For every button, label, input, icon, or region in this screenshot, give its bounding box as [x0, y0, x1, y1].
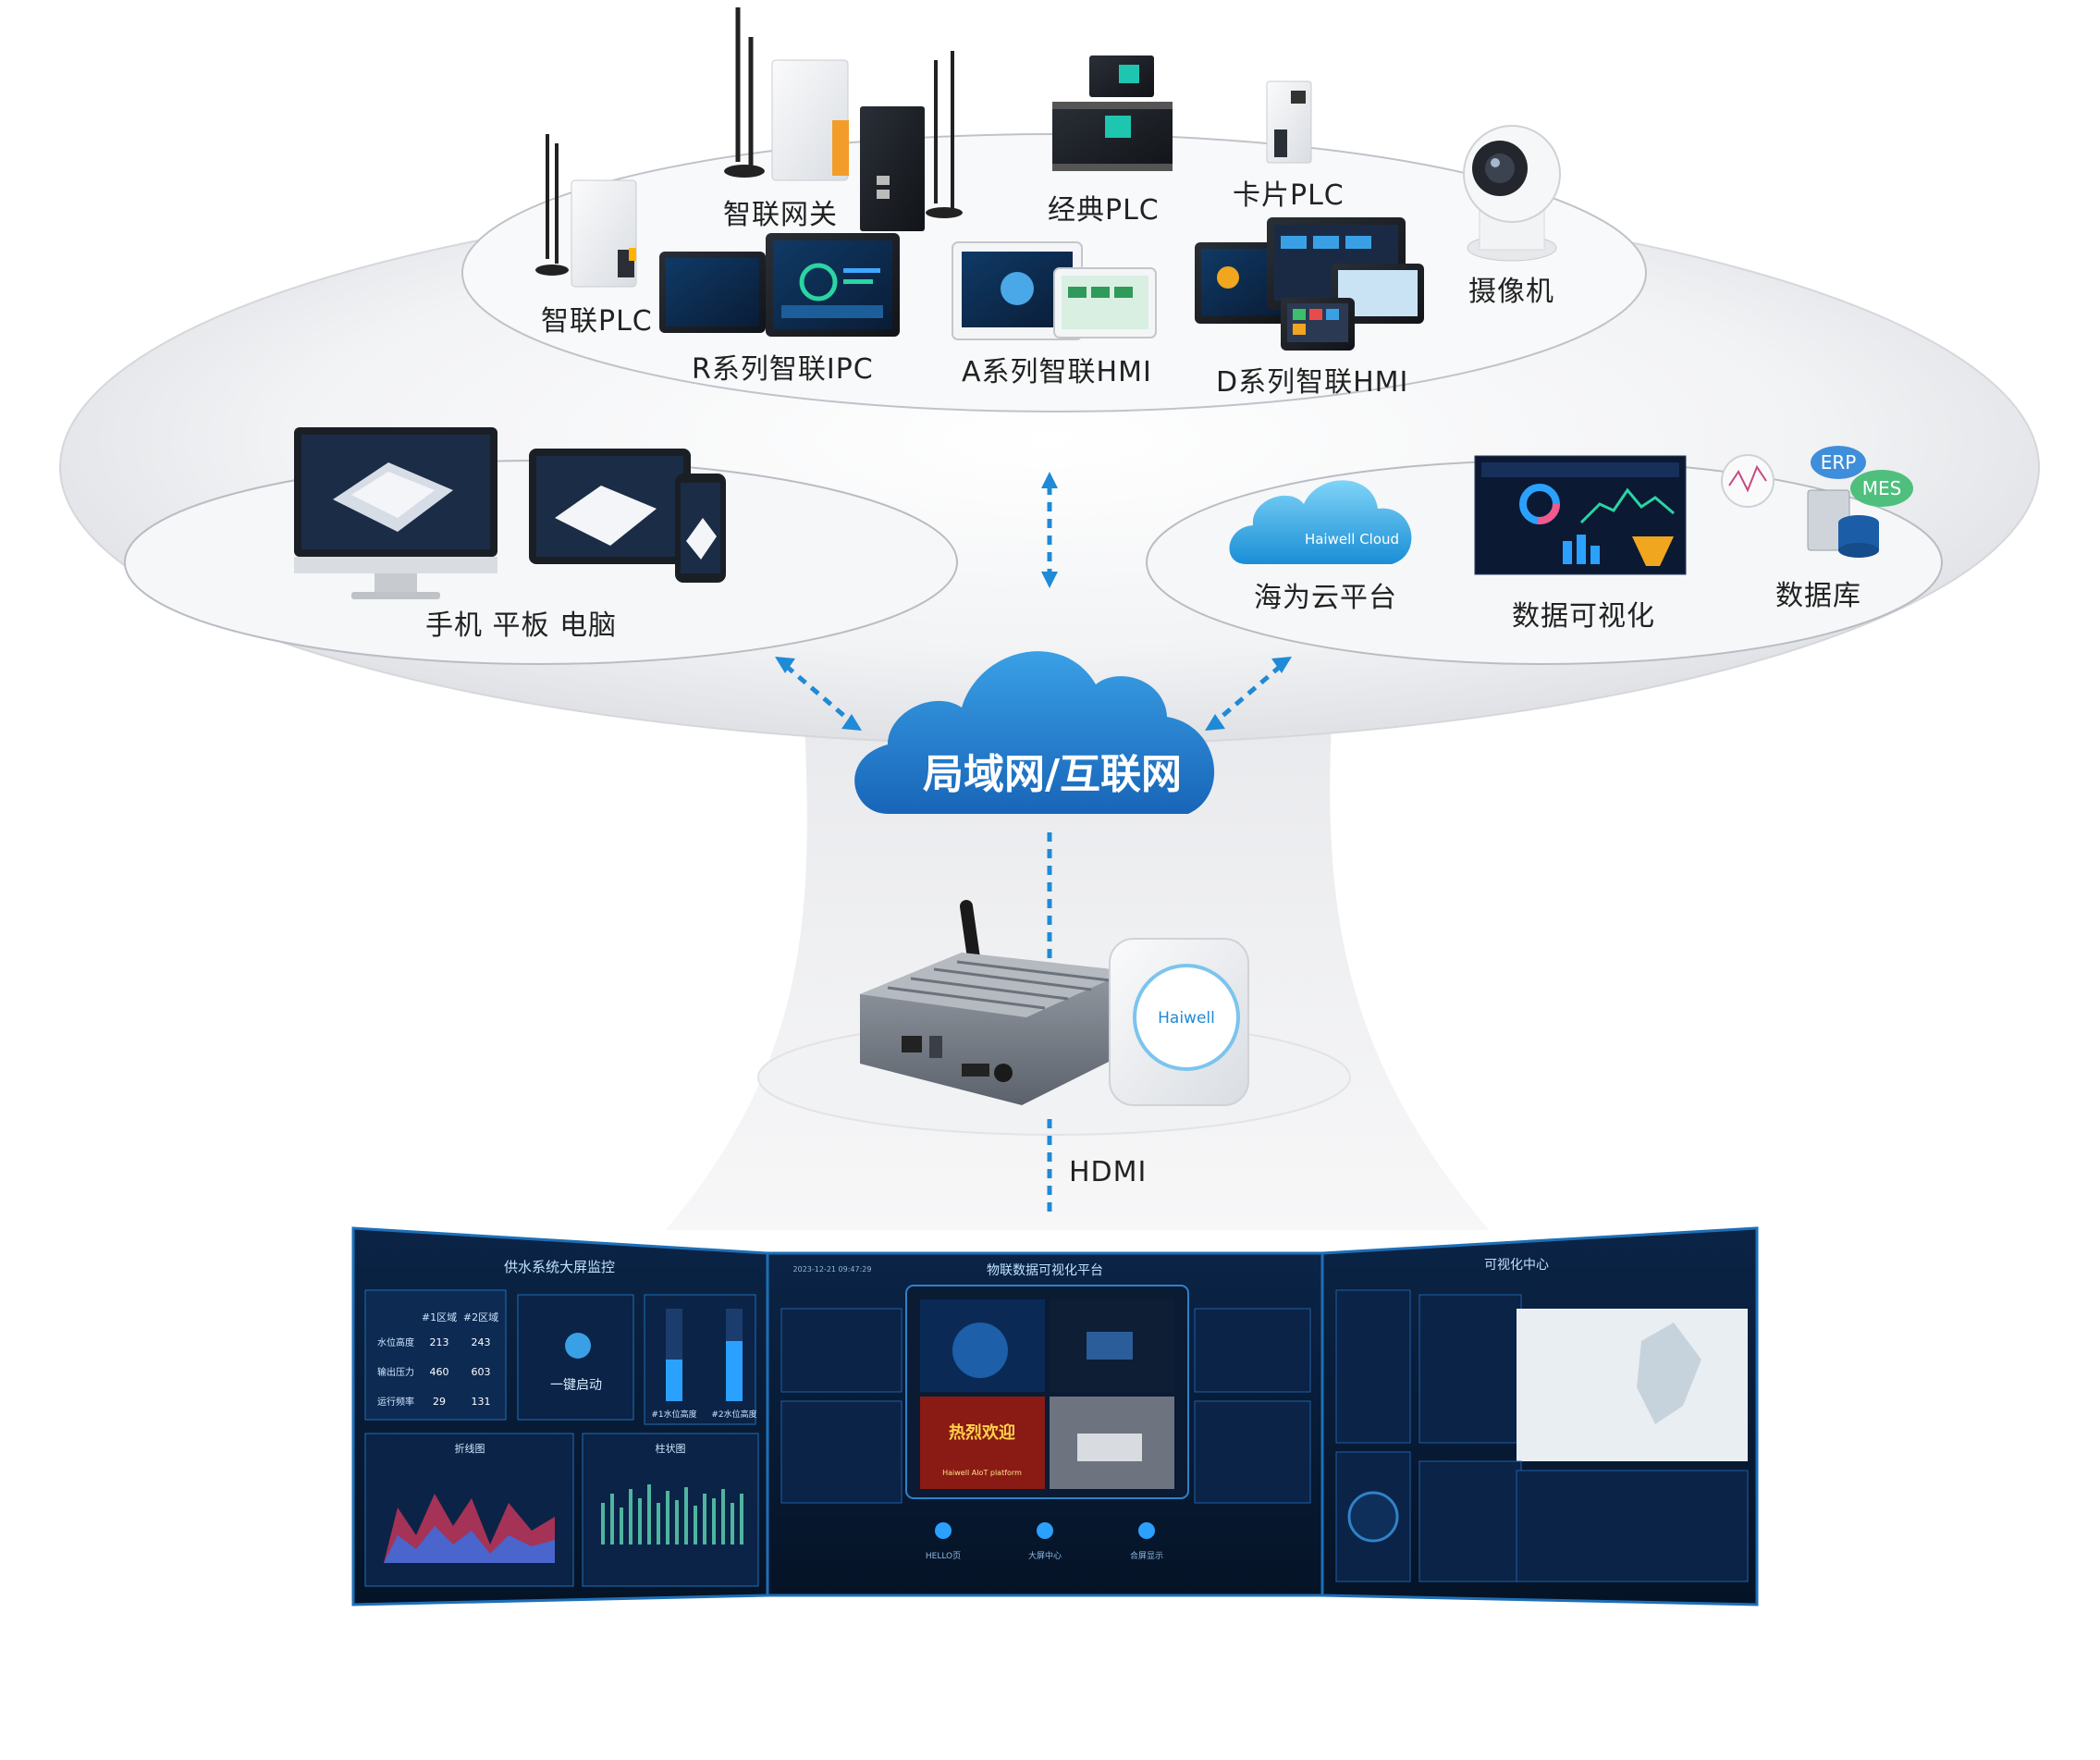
- camera-device: [1463, 125, 1561, 262]
- left-col1: #1区域: [422, 1311, 457, 1323]
- data-visualization-label: 数据可视化: [1512, 600, 1655, 633]
- smart-gateway-device: [724, 7, 963, 231]
- hdmi-label: HDMI: [1069, 1156, 1148, 1188]
- left-row1-v1: 213: [430, 1336, 449, 1348]
- left-row3-v1: 29: [433, 1396, 446, 1408]
- left-chart1-title: 折线图: [455, 1442, 485, 1455]
- cloud-icon: [1229, 480, 1412, 564]
- left-screen: [351, 1226, 769, 1606]
- network-label: 局域网/互联网: [923, 751, 1182, 798]
- erp-badge: ERP: [1821, 451, 1857, 474]
- left-row3-v2: 131: [472, 1396, 491, 1408]
- card-plc-device: [1266, 80, 1312, 164]
- left-level1: #1水位高度: [651, 1409, 696, 1420]
- center-nav-combined: 合屏显示: [1130, 1550, 1163, 1561]
- left-screen-title: 供水系统大屏监控: [504, 1259, 615, 1275]
- left-row2-v2: 603: [472, 1366, 491, 1378]
- tablet-icon: [529, 449, 691, 564]
- a-series-hmi-device: [952, 241, 1157, 340]
- haiwell-router-icon: [1109, 938, 1249, 1106]
- center-screen: [766, 1251, 1324, 1597]
- center-nav-hello: HELLO页: [926, 1551, 961, 1561]
- r-series-ipc-label: R系列智联IPC: [692, 353, 874, 386]
- mes-badge: MES: [1862, 477, 1902, 499]
- database-icon: [1721, 446, 1913, 558]
- haiwell-cloud-platform-label: 海为云平台: [1254, 582, 1397, 614]
- left-row2-name: 输出压力: [377, 1366, 414, 1378]
- center-screen-title: 物联数据可视化平台: [987, 1263, 1103, 1278]
- left-col2: #2区域: [463, 1311, 498, 1323]
- edge-box-device: [860, 900, 1128, 1105]
- database-label: 数据库: [1775, 580, 1861, 612]
- network-cloud-icon: [854, 651, 1215, 814]
- smart-gateway-label: 智联网关: [723, 199, 838, 231]
- card-plc-label: 卡片PLC: [1233, 179, 1345, 212]
- left-screen-bars: [601, 1484, 743, 1545]
- right-screen: [1320, 1226, 1759, 1606]
- smart-plc-label: 智联PLC: [541, 305, 653, 338]
- left-row1-v2: 243: [472, 1336, 491, 1348]
- center-nav-bigscreen: 大屏中心: [1028, 1550, 1062, 1561]
- left-start-button: 一键启动: [550, 1378, 602, 1393]
- classic-plc-label: 经典PLC: [1048, 194, 1160, 227]
- classic-plc-device: [1052, 55, 1173, 171]
- d-series-hmi-label: D系列智联HMI: [1216, 366, 1409, 399]
- smart-plc-device: [535, 134, 637, 288]
- center-tile-platform: Haiwell AIoT platform: [942, 1469, 1022, 1477]
- d-series-hmi-device: [1195, 217, 1424, 351]
- haiwell-brand-label: Haiwell: [1158, 1009, 1215, 1028]
- left-level2: #2水位高度: [711, 1409, 756, 1420]
- clients-label: 手机 平板 电脑: [425, 609, 618, 642]
- arrow-heads: [775, 472, 1292, 731]
- center-timestamp: 2023-12-21 09:47:29: [793, 1265, 872, 1274]
- left-row2-v1: 460: [430, 1366, 449, 1378]
- right-screen-title: 可视化中心: [1484, 1258, 1549, 1273]
- network-arrows: [784, 486, 1283, 1212]
- a-series-hmi-label: A系列智联HMI: [962, 356, 1152, 388]
- camera-label: 摄像机: [1468, 276, 1554, 308]
- left-row1-name: 水位高度: [377, 1336, 414, 1348]
- left-chart2-title: 柱状图: [656, 1442, 686, 1455]
- phone-icon: [675, 474, 726, 583]
- center-tile-welcome: 热烈欢迎: [949, 1422, 1015, 1443]
- left-row3-name: 运行频率: [377, 1396, 414, 1408]
- r-series-ipc-device: [659, 233, 900, 337]
- data-visualization-screen: [1474, 455, 1687, 575]
- monitor-icon: [294, 427, 497, 599]
- haiwell-cloud-logo: Haiwell Cloud: [1305, 531, 1399, 548]
